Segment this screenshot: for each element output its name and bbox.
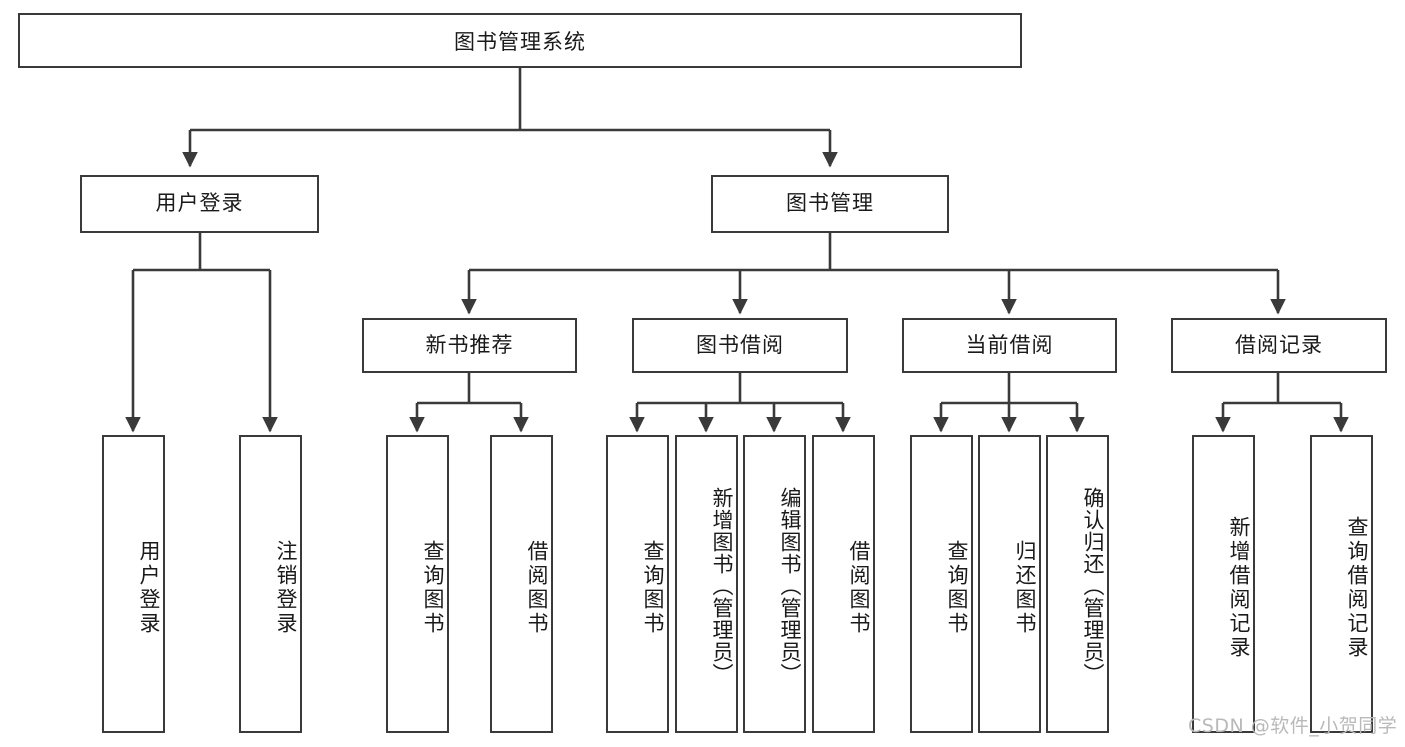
leaf-query-book-3[interactable]: 查询图书 (910, 435, 973, 733)
leaf-query-book-2[interactable]: 查询图书 (606, 435, 669, 733)
leaf-add-record[interactable]: 新增借阅记录 (1192, 435, 1255, 733)
node-root[interactable]: 图书管理系统 (18, 13, 1022, 68)
leaf-confirm-return[interactable]: 确认归还（管理员） (1046, 435, 1109, 733)
node-book-manage[interactable]: 图书管理 (711, 175, 949, 233)
leaf-query-record[interactable]: 查询借阅记录 (1310, 435, 1373, 733)
node-book-borrow[interactable]: 图书借阅 (632, 318, 848, 373)
node-borrow-record[interactable]: 借阅记录 (1171, 318, 1387, 373)
leaf-user-logout[interactable]: 注销登录 (239, 435, 302, 733)
node-current-borrow[interactable]: 当前借阅 (902, 318, 1117, 373)
leaf-query-book-1[interactable]: 查询图书 (386, 435, 449, 733)
leaf-add-book[interactable]: 新增图书（管理员） (675, 435, 738, 733)
node-user-login[interactable]: 用户登录 (80, 175, 319, 233)
leaf-borrow-book-1[interactable]: 借阅图书 (490, 435, 553, 733)
watermark: CSDN @软件_小贺同学 (1188, 715, 1398, 737)
leaf-edit-book[interactable]: 编辑图书（管理员） (743, 435, 806, 733)
leaf-user-login[interactable]: 用户登录 (102, 435, 165, 733)
leaf-borrow-book-2[interactable]: 借阅图书 (812, 435, 875, 733)
leaf-return-book[interactable]: 归还图书 (978, 435, 1041, 733)
node-new-book-recommend[interactable]: 新书推荐 (362, 318, 577, 373)
